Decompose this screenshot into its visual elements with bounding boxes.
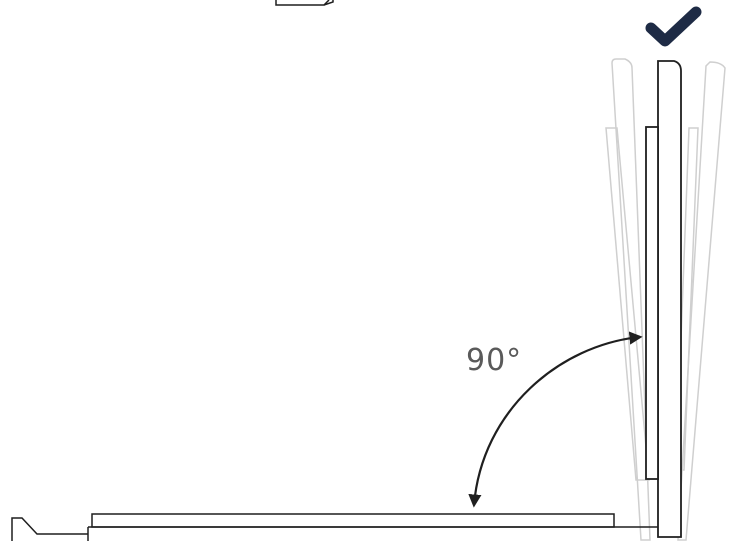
left-latch <box>11 517 88 541</box>
base-plate <box>87 513 658 541</box>
ghost-tilt-right <box>675 61 726 541</box>
upright-panel <box>645 60 682 538</box>
top-partial-object <box>275 0 334 6</box>
arrow-icon <box>468 331 643 508</box>
checkmark-icon <box>645 6 702 47</box>
angle-label: 90° <box>466 343 522 378</box>
ghost-tilt-left <box>605 58 651 541</box>
